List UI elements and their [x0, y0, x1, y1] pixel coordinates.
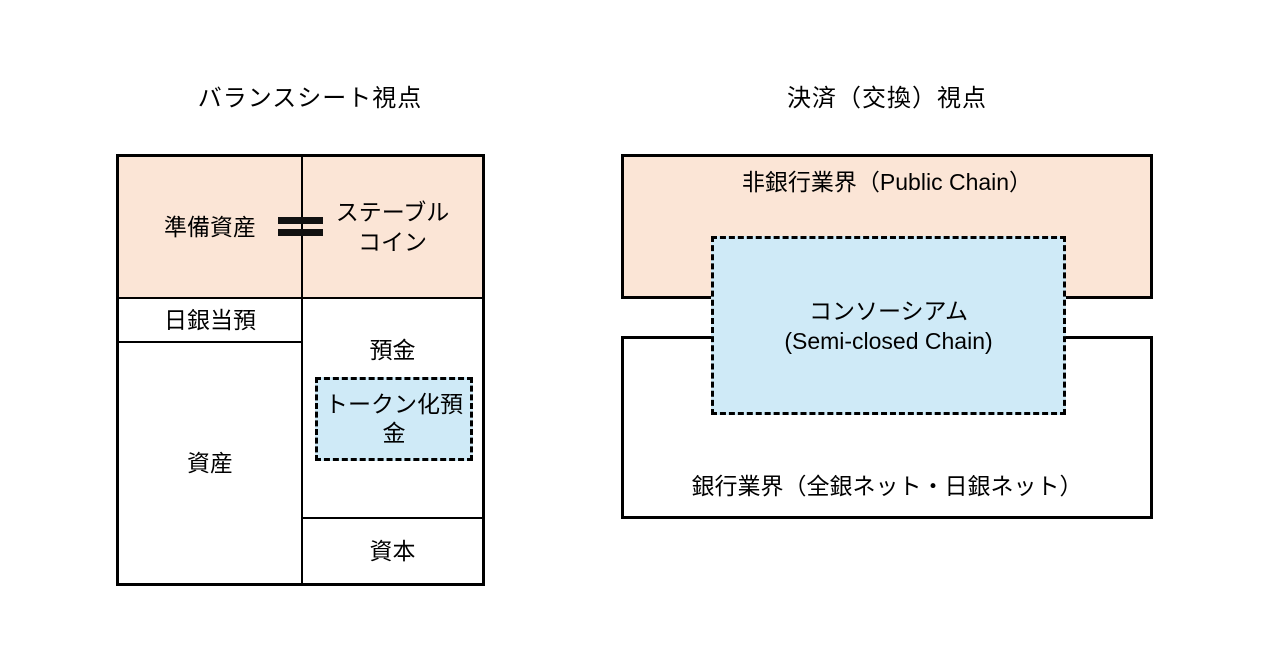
cell-reserve-assets: 準備資産 — [119, 157, 303, 299]
reserve-assets-label: 準備資産 — [164, 214, 256, 240]
tokenized-deposit-label: トークン化預 金 — [325, 391, 463, 446]
balance-sheet-table: 準備資産 ステーブル コイン 日銀当預 資産 預金 資本 トークン化預 金 — [116, 154, 485, 586]
cell-stablecoin: ステーブル コイン — [303, 157, 482, 299]
non-bank-industry-label: 非銀行業界（Public Chain） — [741, 169, 1033, 195]
equals-bar-bottom — [278, 229, 323, 236]
bank-industry-label: 銀行業界（全銀ネット・日銀ネット） — [691, 473, 1083, 499]
capital-label: 資本 — [369, 538, 416, 564]
cell-capital: 資本 — [303, 519, 482, 583]
consortium-box: コンソーシアム (Semi-closed Chain) — [711, 236, 1066, 415]
equals-icon — [278, 217, 323, 236]
cell-assets: 資産 — [119, 343, 303, 583]
deposits-label: 預金 — [369, 337, 416, 363]
tokenized-deposit-box: トークン化預 金 — [315, 377, 473, 461]
cell-boj-current-deposit: 日銀当預 — [119, 299, 303, 343]
consortium-label: コンソーシアム (Semi-closed Chain) — [784, 297, 993, 354]
right-panel-title: 決済（交換）視点 — [787, 85, 987, 112]
boj-current-deposit-label: 日銀当預 — [164, 307, 256, 333]
stablecoin-label: ステーブル コイン — [335, 199, 450, 255]
assets-label: 資産 — [187, 450, 233, 476]
left-panel-title: バランスシート視点 — [197, 85, 423, 112]
non-bank-industry-box: 非銀行業界（Public Chain） — [621, 154, 1153, 299]
equals-bar-top — [278, 217, 323, 224]
cell-deposits: 預金 — [303, 299, 482, 519]
